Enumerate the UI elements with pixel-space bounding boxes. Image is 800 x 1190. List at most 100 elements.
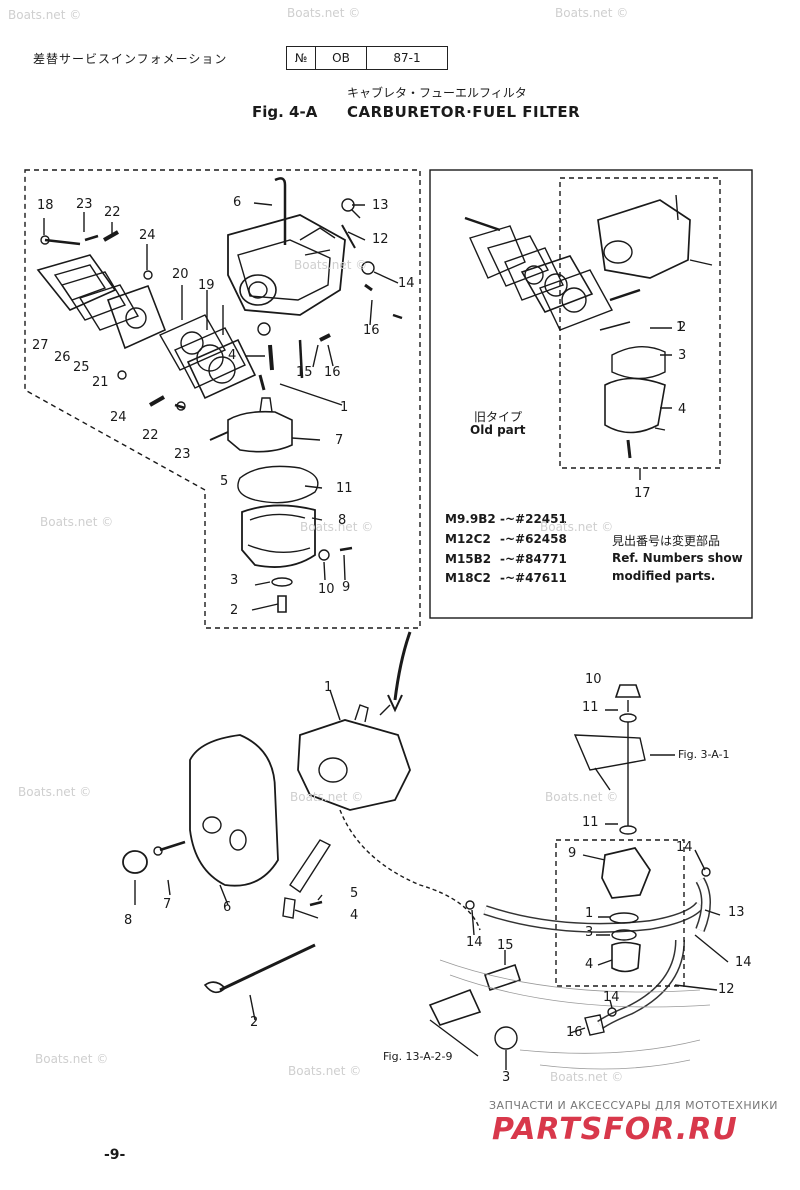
watermark: Boats.net © bbox=[545, 790, 619, 804]
ref-no-label: № bbox=[287, 47, 316, 69]
callout: 14 bbox=[603, 990, 620, 1005]
callout: 4 bbox=[350, 908, 359, 923]
callout: 20 bbox=[172, 267, 189, 282]
footer-ru-text: ЗАПЧАСТИ И АКСЕССУАРЫ ДЛЯ МОТОТЕХНИКИ bbox=[489, 1099, 778, 1112]
fig-13a29-ref: Fig. 13-A-2-9 bbox=[383, 1050, 453, 1063]
callout: 1 bbox=[340, 400, 349, 415]
old-part-label-jp: 旧タイプ bbox=[474, 410, 523, 424]
callout: 1 bbox=[676, 320, 685, 335]
callout: 3 bbox=[230, 573, 239, 588]
callout: 21 bbox=[92, 375, 109, 390]
partsfor-logo: PARTSFOR.RU bbox=[492, 1112, 738, 1147]
callout: 14 bbox=[735, 955, 752, 970]
callout: 11 bbox=[336, 481, 353, 496]
callout: 16 bbox=[566, 1025, 583, 1040]
fig-3a1-ref: Fig. 3-A-1 bbox=[678, 748, 730, 761]
service-info-title: 差替サービスインフォメーション bbox=[33, 52, 228, 66]
serial-range: -~#47611 bbox=[500, 571, 567, 585]
ref-note-line1: Ref. Numbers show bbox=[612, 551, 743, 565]
watermark: Boats.net © bbox=[40, 515, 114, 529]
callout: 11 bbox=[582, 815, 599, 830]
serial-range: -~#84771 bbox=[500, 552, 567, 566]
figure-title-jp: キャブレタ・フューエルフィルタ bbox=[347, 86, 527, 100]
callout: 13 bbox=[372, 198, 389, 213]
callout: 6 bbox=[223, 900, 232, 915]
callout: 14 bbox=[398, 276, 415, 291]
callout: 15 bbox=[296, 365, 313, 380]
callout: 27 bbox=[32, 338, 49, 353]
callout: 11 bbox=[582, 700, 599, 715]
callout: 19 bbox=[198, 278, 215, 293]
callout: 25 bbox=[73, 360, 90, 375]
watermark: Boats.net © bbox=[555, 6, 629, 20]
watermark: Boats.net © bbox=[540, 520, 614, 534]
old-part-box bbox=[429, 169, 753, 619]
callout: 10 bbox=[318, 582, 335, 597]
callout: 24 bbox=[110, 410, 127, 425]
ref-note-jp: 見出番号は変更部品 bbox=[612, 534, 721, 548]
callout: 22 bbox=[104, 205, 121, 220]
callout: 8 bbox=[124, 913, 133, 928]
watermark: Boats.net © bbox=[294, 258, 368, 272]
callout: 2 bbox=[250, 1015, 259, 1030]
callout: 10 bbox=[585, 672, 602, 687]
callout: 3 bbox=[678, 348, 687, 363]
callout: 7 bbox=[163, 897, 172, 912]
callout: 3 bbox=[502, 1070, 511, 1085]
callout: 1 bbox=[585, 906, 594, 921]
callout: 22 bbox=[142, 428, 159, 443]
page-number: -9- bbox=[104, 1147, 126, 1163]
old-part-label: Old part bbox=[470, 423, 526, 437]
watermark: Boats.net © bbox=[287, 6, 361, 20]
callout: 12 bbox=[372, 232, 389, 247]
serial-model: M12C2 bbox=[445, 532, 491, 546]
callout: 17 bbox=[634, 486, 651, 501]
callout: 1 bbox=[324, 680, 333, 695]
callout: 23 bbox=[174, 447, 191, 462]
callout: 24 bbox=[139, 228, 156, 243]
callout: 8 bbox=[338, 513, 347, 528]
callout: 4 bbox=[228, 348, 237, 363]
callout: 4 bbox=[678, 402, 687, 417]
callout: 2 bbox=[678, 320, 687, 335]
serial-range: -~#22451 bbox=[500, 512, 567, 526]
callout: 7 bbox=[335, 433, 344, 448]
ref-series: OB bbox=[316, 47, 367, 69]
callout: 6 bbox=[233, 195, 242, 210]
callout: 13 bbox=[728, 905, 745, 920]
watermark: Boats.net © bbox=[18, 785, 92, 799]
old-part-inner-outline bbox=[559, 177, 721, 469]
ref-number: 87-1 bbox=[393, 51, 421, 65]
serial-model: M9.9B2 bbox=[445, 512, 496, 526]
watermark: Boats.net © bbox=[8, 8, 82, 22]
callout: 14 bbox=[676, 840, 693, 855]
serial-model: M15B2 bbox=[445, 552, 492, 566]
callout: 18 bbox=[37, 198, 54, 213]
watermark: Boats.net © bbox=[288, 1064, 362, 1078]
callout: 26 bbox=[54, 350, 71, 365]
watermark: Boats.net © bbox=[550, 1070, 624, 1084]
callout: 3 bbox=[585, 925, 594, 940]
callout: 12 bbox=[718, 982, 735, 997]
callout: 9 bbox=[342, 580, 351, 595]
figure-number: Fig. 4-A bbox=[252, 103, 318, 121]
watermark: Boats.net © bbox=[300, 520, 374, 534]
callout: 9 bbox=[568, 846, 577, 861]
callout: 16 bbox=[363, 323, 380, 338]
callout: 5 bbox=[220, 474, 229, 489]
callout: 5 bbox=[350, 886, 359, 901]
callout: 23 bbox=[76, 197, 93, 212]
ref-note-line2: modified parts. bbox=[612, 569, 716, 583]
callout: 4 bbox=[585, 957, 594, 972]
callout: 2 bbox=[230, 603, 239, 618]
watermark: Boats.net © bbox=[290, 790, 364, 804]
serial-range: -~#62458 bbox=[500, 532, 567, 546]
callout: 15 bbox=[497, 938, 514, 953]
callout: 16 bbox=[324, 365, 341, 380]
watermark: Boats.net © bbox=[35, 1052, 109, 1066]
callout: 14 bbox=[466, 935, 483, 950]
serial-model: M18C2 bbox=[445, 571, 491, 585]
reference-number-box: № OB 87-1 bbox=[286, 46, 448, 70]
figure-title: CARBURETOR·FUEL FILTER bbox=[347, 103, 581, 121]
